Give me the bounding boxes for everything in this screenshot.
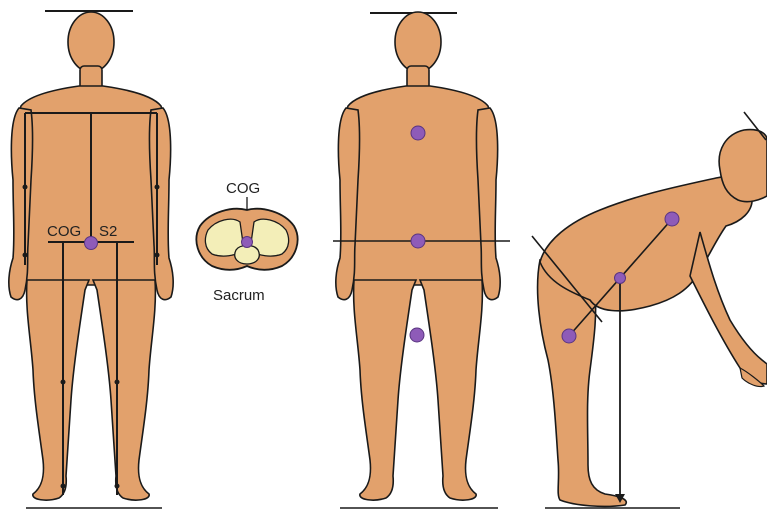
front-view-segment-cog-figure: [333, 12, 510, 508]
upper-body-cog-marker: [665, 212, 679, 226]
leg-cog-marker-bending: [562, 329, 576, 343]
cog-marker: [85, 237, 98, 250]
leg-cog-marker: [410, 328, 424, 342]
front-view-figure: COG S2: [9, 11, 173, 508]
sacrum-cross-section: COG Sacrum: [196, 180, 297, 304]
body-cog-marker-bending: [615, 273, 626, 284]
cog-label-sacrum: COG: [226, 180, 260, 197]
s2-label: S2: [99, 223, 117, 240]
side-view-bending-figure: [532, 112, 767, 508]
trunk-cog-marker: [411, 126, 425, 140]
sacrum-cog-marker: [242, 237, 253, 248]
cog-label-front: COG: [47, 223, 81, 240]
sacrum-label: Sacrum: [213, 287, 265, 304]
body-cog-marker: [411, 234, 425, 248]
